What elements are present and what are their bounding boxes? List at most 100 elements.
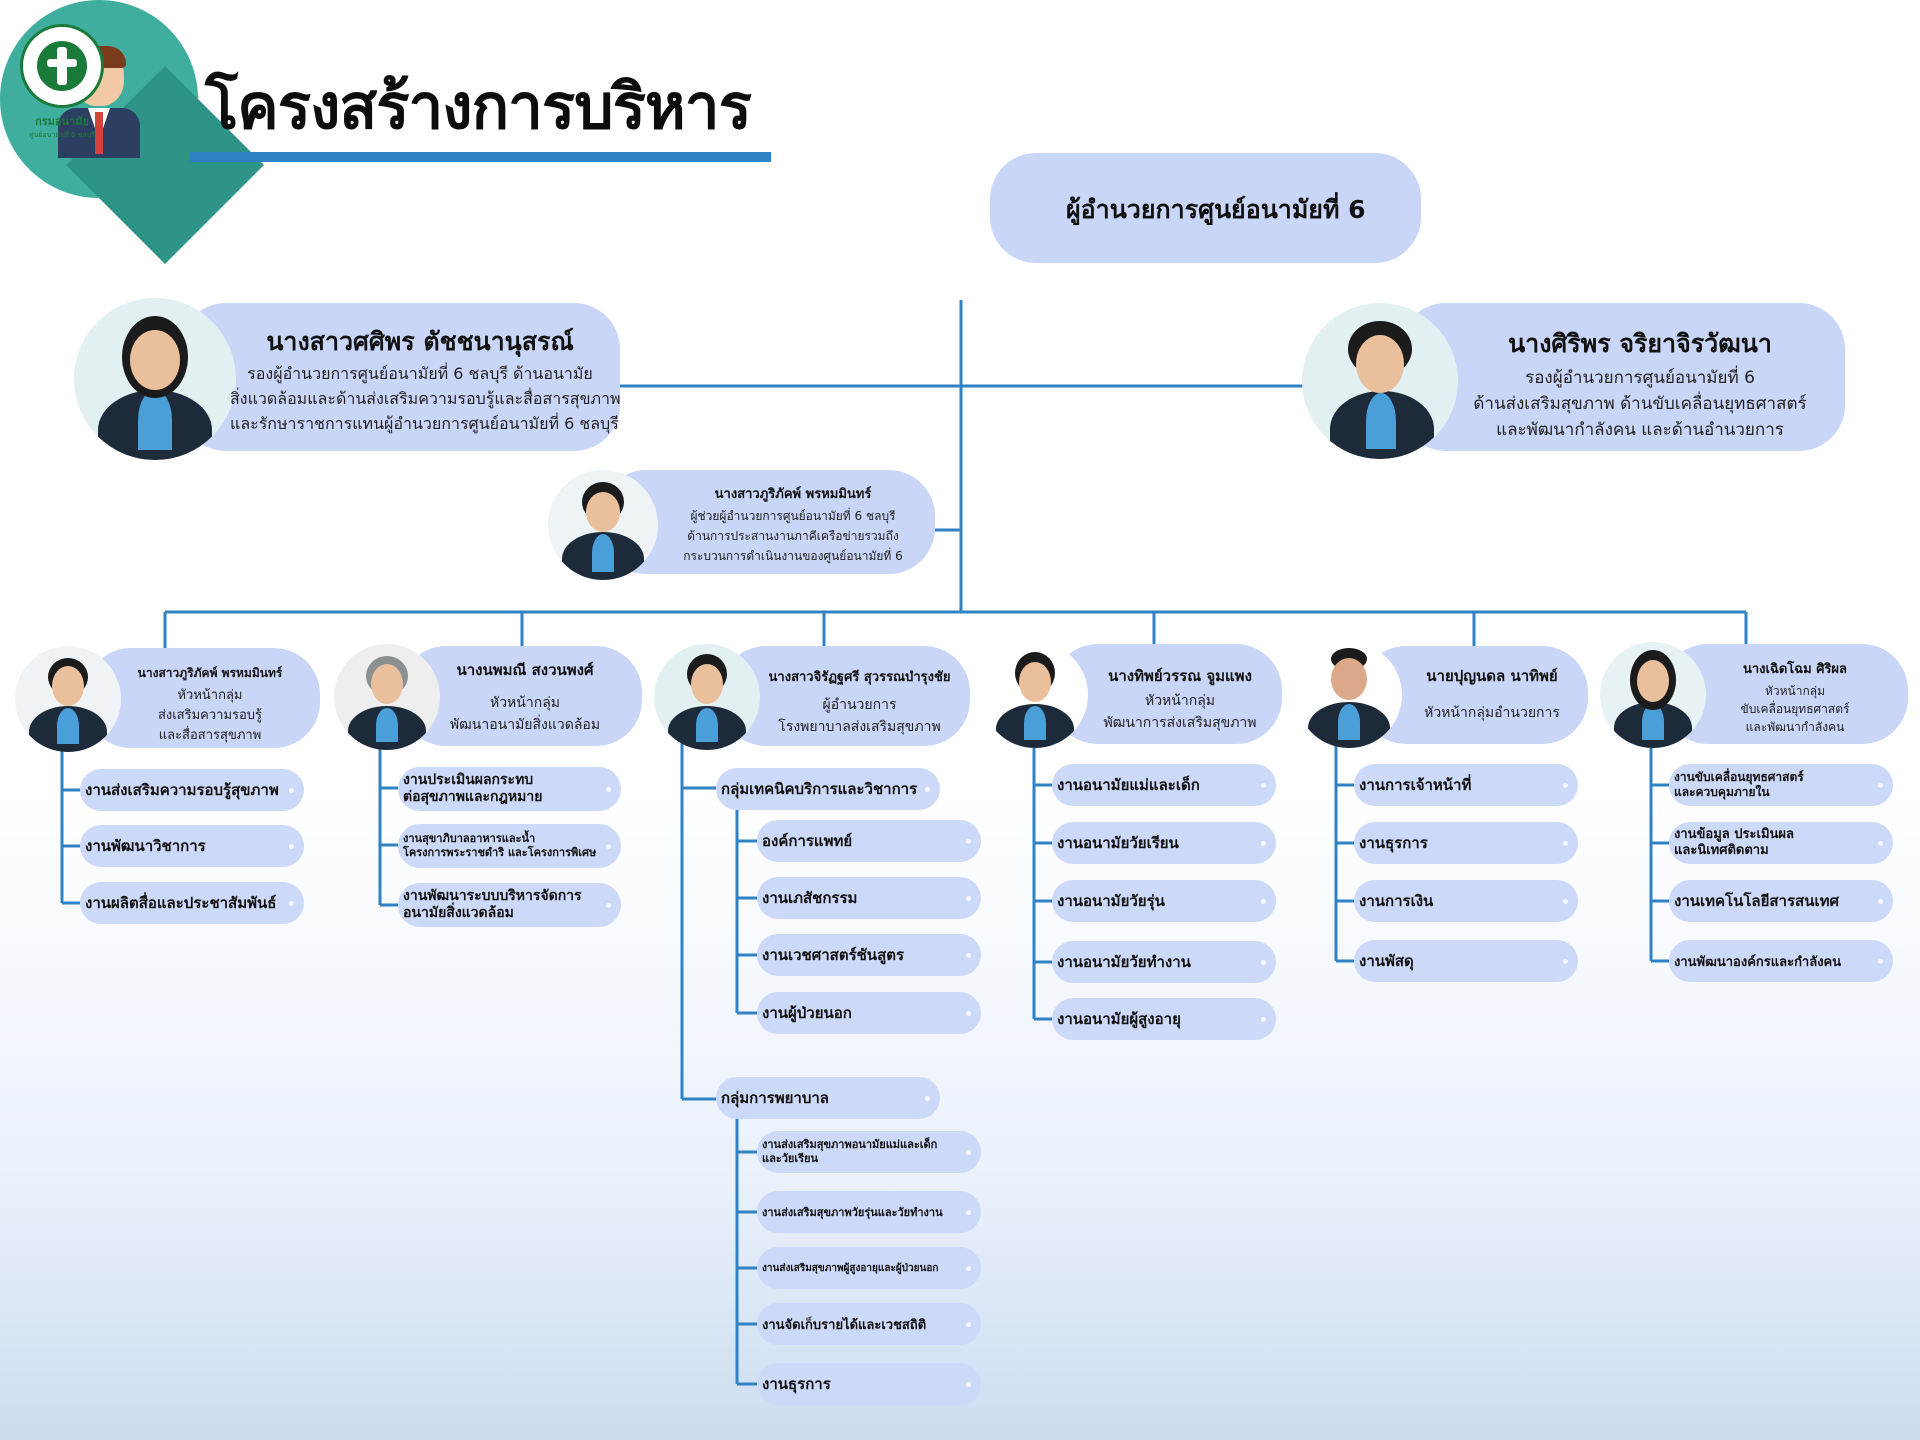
dot-icon <box>966 953 971 958</box>
item-label: องค์การแพทย์ <box>762 832 853 850</box>
item-label: งานอนามัยแม่และเด็ก <box>1057 776 1200 794</box>
dot-icon <box>1563 783 1568 788</box>
group-3-sub2-item-1[interactable]: งานส่งเสริมสุขภาพอนามัยแม่และเด็กและวัยเ… <box>757 1131 981 1173</box>
director-card <box>990 153 1421 263</box>
group-1-item-3[interactable]: งานผลิตสื่อและประชาสัมพันธ์ <box>80 882 304 924</box>
group-2-head-photo <box>334 644 440 750</box>
ministry-logo: กรมอนามัย ศูนย์อนามัยที่ 6 ชลบุรี <box>12 24 112 141</box>
dot-icon <box>606 844 611 849</box>
dot-icon <box>1261 1017 1266 1022</box>
group-4-head-name: นางทิพย์วรรณ จูมแพง <box>1108 667 1252 685</box>
dot-icon <box>966 1011 971 1016</box>
dot-icon <box>289 844 294 849</box>
item-label: งานส่งเสริมความรอบรู้สุขภาพ <box>85 781 279 799</box>
group-6-item-2[interactable]: งานข้อมูล ประเมินผลและนิเทศติดตาม <box>1669 822 1893 864</box>
group-6-item-1[interactable]: งานขับเคลื่อนยุทธศาสตร์และควบคุมภายใน <box>1669 764 1893 806</box>
item-label: งานธุรการ <box>1359 834 1428 852</box>
dot-icon <box>606 787 611 792</box>
item-label: งานอนามัยวัยรุ่น <box>1057 892 1165 910</box>
group-5-head-photo <box>1296 642 1402 748</box>
dot-icon <box>966 1322 971 1327</box>
group-5-item-1[interactable]: งานการเจ้าหน้าที่ <box>1354 764 1578 806</box>
dot-icon <box>1563 899 1568 904</box>
dot-icon <box>925 787 930 792</box>
group-6-head-line-3: และพัฒนากำลังคน <box>1745 720 1845 734</box>
group-2-item-2[interactable]: งานสุขาภิบาลอาหารและน้ำโครงการพระราชดำริ… <box>398 824 621 868</box>
group-4-item-2[interactable]: งานอนามัยวัยเรียน <box>1052 822 1276 864</box>
group-1-item-1[interactable]: งานส่งเสริมความรอบรู้สุขภาพ <box>80 769 304 811</box>
item-label: งานข้อมูล ประเมินผลและนิเทศติดตาม <box>1674 826 1794 858</box>
group-6-head-name: นางเฉิดโฉม ศิริผล <box>1742 662 1848 677</box>
group-5-item-4[interactable]: งานพัสดุ <box>1354 940 1578 982</box>
group-3-sub2-item-3[interactable]: งานส่งเสริมสุขภาพผู้สูงอายุและผู้ป่วยนอก <box>757 1247 981 1289</box>
group-1-head-line-2: ส่งเสริมความรอบรู้ <box>157 708 263 723</box>
group-3-sub2-item-5[interactable]: งานธุรการ <box>757 1363 981 1405</box>
item-label: งานส่งเสริมสุขภาพอนามัยแม่และเด็กและวัยเ… <box>762 1138 938 1165</box>
item-label: งานอนามัยวัยทำงาน <box>1057 953 1191 971</box>
group-3-sub1-item-3[interactable]: งานเวชศาสตร์ชันสูตร <box>757 934 981 976</box>
assistant-line-1: ผู้ช่วยผู้อำนวยการศูนย์อนามัยที่ 6 ชลบุร… <box>690 509 896 523</box>
assistant-name: นางสาวภูริภัคพ์ พรหมมินทร์ <box>714 487 872 502</box>
dot-icon <box>1563 841 1568 846</box>
item-label-line-1: งานประเมินผลกระทบต่อสุขภาพและกฎหมาย <box>403 771 543 806</box>
group-2-item-3[interactable]: งานพัฒนาระบบบริหารจัดการอนามัยสิ่งแวดล้อ… <box>398 883 621 927</box>
group-6-item-3[interactable]: งานเทคโนโลยีสารสนเทศ <box>1669 880 1893 922</box>
dot-icon <box>966 1210 971 1215</box>
title-underline <box>189 152 771 162</box>
deputy-left-line-2: สิ่งแวดล้อมและด้านส่งเสริมความรอบรู้และส… <box>230 389 621 408</box>
group-6-head-photo <box>1600 642 1706 748</box>
group-4-item-3[interactable]: งานอนามัยวัยรุ่น <box>1052 880 1276 922</box>
group-3-head-line-2: โรงพยาบาลส่งเสริมสุขภาพ <box>778 719 941 735</box>
group-5-item-3[interactable]: งานการเงิน <box>1354 880 1578 922</box>
group-3-sub1-item-2[interactable]: งานเภสัชกรรม <box>757 877 981 919</box>
director-title: ผู้อำนวยการศูนย์อนามัยที่ 6 <box>1066 195 1366 224</box>
group-3-subgroup-1[interactable]: กลุ่มเทคนิคบริการและวิชาการ <box>716 768 940 810</box>
group-2-head-line-2: พัฒนาอนามัยสิ่งแวดล้อม <box>449 717 601 733</box>
item-label-line-3: งานพัฒนาระบบบริหารจัดการอนามัยสิ่งแวดล้อ… <box>403 887 582 922</box>
group-1-head-line-3: และสื่อสารสุขภาพ <box>158 728 262 743</box>
item-label: งานธุรการ <box>762 1375 831 1393</box>
logo-subtitle: ศูนย์อนามัยที่ 6 ชลบุรี <box>29 131 95 139</box>
group-3-sub1-item-1[interactable]: องค์การแพทย์ <box>757 820 981 862</box>
group-4-item-4[interactable]: งานอนามัยวัยทำงาน <box>1052 941 1276 983</box>
group-5-head-name: นายปุญนดล นาทิพย์ <box>1426 667 1558 685</box>
dot-icon <box>925 1096 930 1101</box>
item-label: งานจัดเก็บรายได้และเวชสถิติ <box>762 1317 927 1333</box>
item-label: งานส่งเสริมสุขภาพวัยรุ่นและวัยทำงาน <box>762 1206 943 1219</box>
group-6-head-line-1: หัวหน้ากลุ่ม <box>1764 684 1826 698</box>
subgroup-label: กลุ่มการพยาบาล <box>721 1089 829 1107</box>
group-4-item-1[interactable]: งานอนามัยแม่และเด็ก <box>1052 764 1276 806</box>
group-3-subgroup-2[interactable]: กลุ่มการพยาบาล <box>716 1077 940 1119</box>
group-1-item-2[interactable]: งานพัฒนาวิชาการ <box>80 825 304 867</box>
deputy-right-line-3: และพัฒนากำลังคน และด้านอำนวยการ <box>1496 420 1784 440</box>
dot-icon <box>289 901 294 906</box>
group-4-head-photo <box>982 642 1088 748</box>
dot-icon <box>1878 899 1883 904</box>
dot-icon <box>966 1150 971 1155</box>
group-4-item-5[interactable]: งานอนามัยผู้สูงอายุ <box>1052 998 1276 1040</box>
item-label: งานเทคโนโลยีสารสนเทศ <box>1674 892 1839 910</box>
dot-icon <box>1261 960 1266 965</box>
group-5-item-2[interactable]: งานธุรการ <box>1354 822 1578 864</box>
item-label: งานเภสัชกรรม <box>762 889 858 907</box>
item-label: งานพัฒนาองค์กรและกำลังคน <box>1674 954 1842 970</box>
item-label: งานพัฒนาวิชาการ <box>85 837 206 855</box>
group-3-sub1-item-4[interactable]: งานผู้ป่วยนอก <box>757 992 981 1034</box>
group-2-item-1[interactable]: งานประเมินผลกระทบต่อสุขภาพและกฎหมาย <box>398 767 621 811</box>
group-3-sub2-item-2[interactable]: งานส่งเสริมสุขภาพวัยรุ่นและวัยทำงาน <box>757 1191 981 1233</box>
assistant-photo <box>548 470 658 580</box>
deputy-right-photo <box>1302 303 1458 459</box>
dot-icon <box>606 903 611 908</box>
dot-icon <box>966 1266 971 1271</box>
group-1-head-line-1: หัวหน้ากลุ่ม <box>177 688 243 703</box>
group-6-item-4[interactable]: งานพัฒนาองค์กรและกำลังคน <box>1669 940 1893 982</box>
item-label: งานอนามัยผู้สูงอายุ <box>1057 1010 1181 1028</box>
dot-icon <box>1878 841 1883 846</box>
group-2-head-line-1: หัวหน้ากลุ่ม <box>489 695 561 711</box>
group-5-head-line-1: หัวหน้ากลุ่มอำนวยการ <box>1424 705 1560 721</box>
group-3-sub2-item-4[interactable]: งานจัดเก็บรายได้และเวชสถิติ <box>757 1303 981 1345</box>
group-1-head-card <box>85 648 320 748</box>
dot-icon <box>966 896 971 901</box>
logo-name: กรมอนามัย <box>35 115 89 128</box>
